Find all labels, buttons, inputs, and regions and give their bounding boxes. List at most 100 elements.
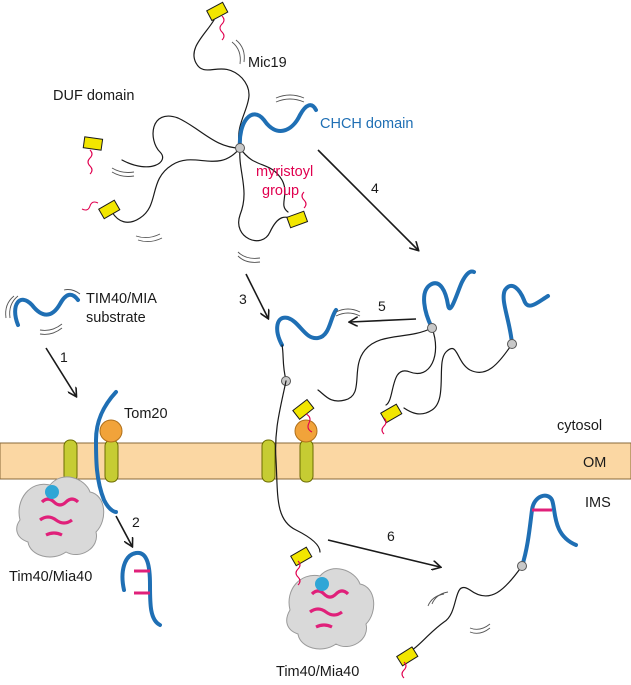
- chain-ims: [411, 565, 523, 651]
- tim40-label-left: Tim40/Mia40: [9, 569, 92, 585]
- tim40-helix: [315, 623, 333, 629]
- mic19-label: Mic19: [248, 55, 287, 71]
- myristoyl-label-line2: group: [262, 183, 299, 199]
- myristoyl-1: [219, 15, 225, 41]
- chain-cytosol-1a: [317, 327, 433, 402]
- motion-line: [111, 171, 135, 177]
- myristoyl-3: [81, 201, 99, 211]
- mic19-membrane-bound: [275, 308, 338, 586]
- tim40-surface: [286, 568, 375, 650]
- duf-domain-label: DUF domain: [53, 88, 134, 104]
- pore-2: [104, 439, 119, 483]
- myristoyl-ims-2: [401, 661, 407, 679]
- chch-domain-membrane: [275, 308, 338, 347]
- arrow-step-4: [317, 149, 418, 250]
- duf-domain-membrane: [292, 398, 315, 420]
- motion-line: [111, 167, 135, 173]
- motion-line: [235, 39, 245, 63]
- substrate-label-line2: substrate: [86, 310, 146, 326]
- chain-cytosol-1b: [385, 327, 437, 406]
- chain-lower: [238, 147, 297, 242]
- step-5-label: 5: [378, 298, 386, 314]
- substrate-molecule: [5, 289, 81, 335]
- tim40-label-bottom: Tim40/Mia40: [276, 664, 359, 680]
- motion-line: [237, 251, 261, 259]
- step-1-label: 1: [60, 349, 68, 365]
- joint-cytosol-1: [427, 323, 437, 333]
- duf-domain-ims: [290, 546, 313, 567]
- motion-line: [39, 327, 63, 335]
- tim40-helix: [40, 497, 80, 507]
- tim40-helix: [310, 589, 350, 599]
- tim40-helix: [39, 515, 73, 525]
- motion-line: [275, 94, 305, 99]
- tom20-label: Tom20: [124, 406, 168, 422]
- arrow-step-2: [115, 515, 132, 546]
- folded-substrate-left: [120, 550, 162, 627]
- chch-domain-top: [237, 103, 318, 150]
- motion-line: [237, 255, 261, 263]
- motion-line: [135, 233, 161, 239]
- tom20-receptor-left: [99, 419, 123, 443]
- pore-4: [299, 439, 314, 483]
- folded-chch-left: [120, 550, 162, 627]
- motion-line: [335, 312, 361, 317]
- myristoyl-4: [301, 191, 307, 209]
- motion-line: [335, 308, 361, 313]
- duf-domain-ims-2: [396, 646, 419, 667]
- duf-domain-1: [206, 1, 229, 22]
- step-3-label: 3: [239, 291, 247, 307]
- step-6-label: 6: [387, 528, 395, 544]
- chch-domain-ims: [520, 493, 578, 568]
- membrane-pores: [63, 439, 314, 483]
- mic19-cytosol-pair: [317, 269, 550, 435]
- tom20-receptor-right: [294, 419, 318, 443]
- substrate-label-line1: TIM40/MIA: [86, 291, 157, 307]
- om-label: OM: [583, 455, 606, 471]
- duf-domain-4: [286, 210, 309, 229]
- mic19-ims: [396, 493, 578, 679]
- cytosol-label: cytosol: [557, 418, 602, 434]
- motion-line: [469, 623, 491, 630]
- motion-line: [9, 295, 19, 319]
- tim40-structure-left: [16, 476, 105, 558]
- chain-right: [239, 147, 289, 213]
- myristoyl-ims: [295, 560, 301, 586]
- ims-label: IMS: [585, 495, 611, 511]
- pore-3: [261, 439, 276, 483]
- motion-line: [39, 323, 63, 331]
- mic19-molecule-top: [81, 1, 318, 263]
- arrow-step-1: [45, 347, 76, 396]
- motion-line: [427, 593, 445, 607]
- myristoyl-2: [87, 149, 93, 175]
- arrow-step-3: [245, 273, 268, 318]
- process-arrows: [45, 149, 440, 567]
- arrow-step-6: [327, 539, 440, 567]
- chain-segment: [281, 344, 287, 381]
- chain-cytosol-2a: [403, 343, 513, 415]
- motion-line: [231, 41, 241, 65]
- arrow-step-5: [350, 319, 417, 322]
- chain-lower-left: [111, 147, 241, 223]
- joint-ims: [517, 561, 527, 571]
- chch-domain-label: CHCH domain: [320, 116, 413, 132]
- step-4-label: 4: [371, 180, 379, 196]
- chain-top: [193, 19, 250, 149]
- motion-line: [275, 98, 305, 103]
- tim40-structure-bottom: [286, 568, 375, 650]
- tim40-helix: [309, 607, 343, 617]
- tim40-surface: [16, 476, 105, 558]
- chain-through-pore: [275, 380, 321, 553]
- tim40-cys-site: [315, 577, 329, 591]
- chain-left: [121, 115, 241, 168]
- myristoyl-label-line1: myristoyl: [256, 164, 313, 180]
- pore-1: [63, 439, 78, 483]
- myristoyl-membrane: [305, 413, 313, 433]
- duf-domain-2: [82, 136, 104, 151]
- motion-line: [63, 289, 81, 295]
- myristoyl-cytosol: [381, 417, 387, 435]
- substrate-translocating: [94, 390, 118, 514]
- motion-line: [469, 627, 491, 634]
